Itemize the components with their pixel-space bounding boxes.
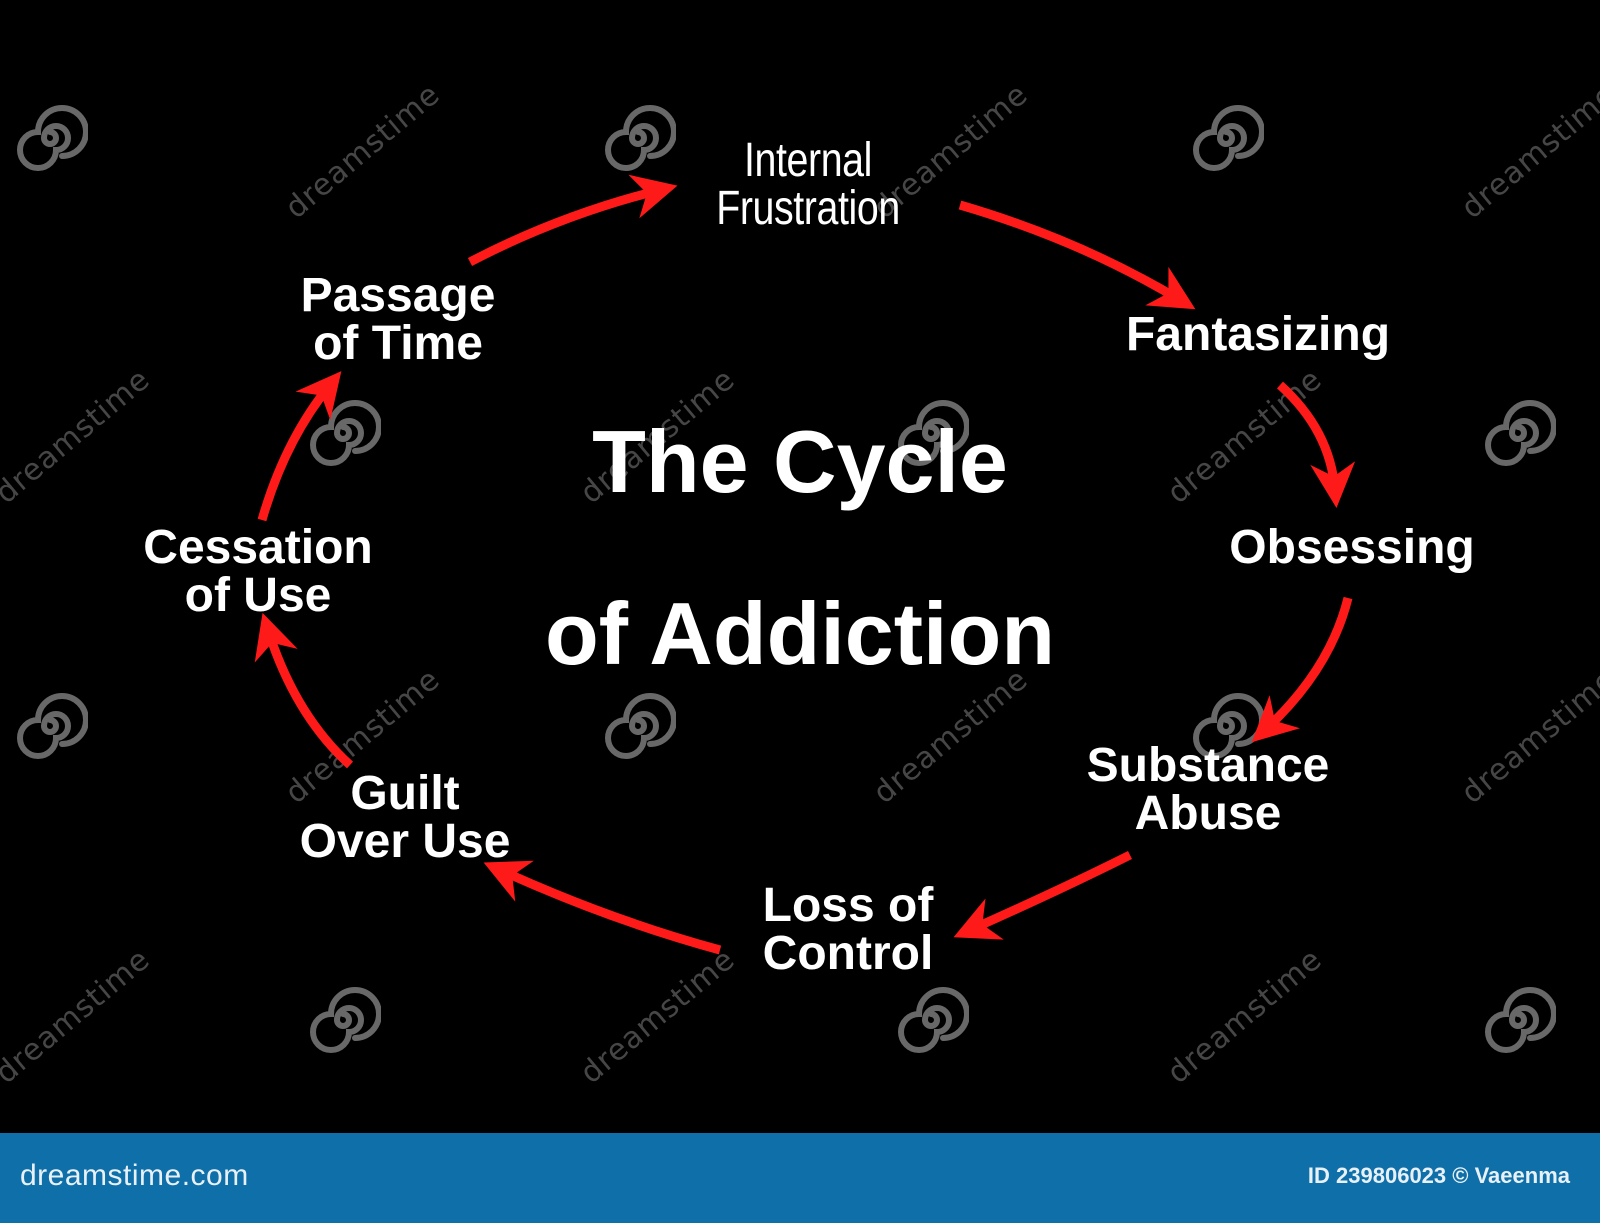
- node-line: Cessation: [143, 521, 373, 574]
- node-line: Over Use: [299, 815, 511, 868]
- cycle-arrows: [254, 174, 1356, 955]
- arrow-loss-to-guilt: [483, 860, 722, 955]
- node-fantasizing: Fantasizing: [1126, 311, 1390, 359]
- node-obsessing: Obsessing: [1229, 524, 1474, 572]
- node-line: of Time: [313, 317, 483, 370]
- node-line: Internal: [743, 134, 872, 187]
- footer-bar: dreamstime.com ID 239806023 © Vaeenma: [0, 1133, 1600, 1223]
- arrow-obsessing-to-substance: [1251, 596, 1353, 743]
- footer-brand: dreamstime.com: [20, 1159, 249, 1192]
- node-line: of Use: [184, 569, 332, 622]
- footer-credit: ID 239806023 © Vaeenma: [1307, 1163, 1570, 1188]
- node-internal-frustration: Internal Frustration: [716, 137, 900, 233]
- arrow-substance-to-loss: [953, 850, 1133, 940]
- node-line: Guilt: [350, 767, 460, 820]
- node-line: Loss of: [762, 879, 934, 932]
- arrow-guilt-to-cessation: [254, 612, 354, 769]
- arrow-fantasizing-to-obsessing: [1276, 381, 1356, 508]
- node-line: Obsessing: [1229, 521, 1475, 574]
- arrow-passage-to-frustration: [467, 174, 678, 266]
- arrow-frustration-to-fantasizing: [958, 200, 1196, 310]
- node-cessation-of-use: Cessation of Use: [143, 524, 372, 620]
- node-guilt-over-use: Guilt Over Use: [300, 770, 511, 866]
- node-line: Fantasizing: [1125, 308, 1391, 361]
- node-line: Substance: [1086, 739, 1330, 792]
- diagram-title-line-1: The Cycle: [592, 412, 1008, 511]
- diagram-title-line-2: of Addiction: [545, 584, 1055, 683]
- node-loss-of-control: Loss of Control: [763, 882, 934, 978]
- node-line: Frustration: [716, 182, 900, 235]
- node-line: Passage: [300, 269, 496, 322]
- arrow-cessation-to-passage: [257, 371, 342, 522]
- node-line: Control: [762, 927, 934, 980]
- node-line: Abuse: [1134, 787, 1282, 840]
- node-substance-abuse: Substance Abuse: [1087, 742, 1330, 838]
- node-passage-of-time: Passage of Time: [301, 272, 496, 368]
